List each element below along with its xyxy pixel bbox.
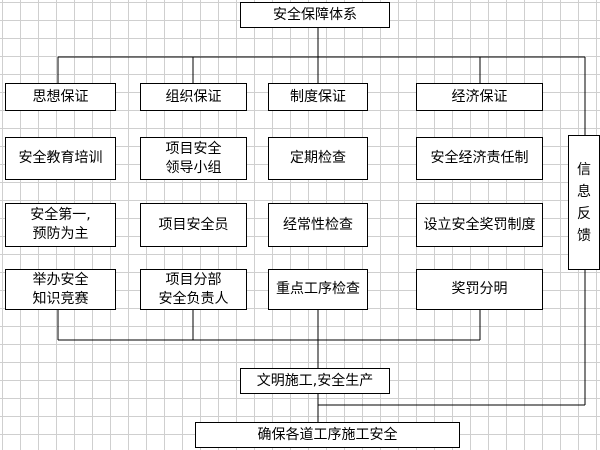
- category-system: 制度保证: [268, 83, 368, 111]
- organization-item-2: 项目安全员: [140, 203, 247, 247]
- result-node: 文明施工,安全生产: [240, 368, 390, 394]
- ideology-item-1: 安全教育培训: [5, 137, 116, 180]
- ideology-item-3: 举办安全 知识竞赛: [5, 269, 116, 310]
- organization-item-3: 项目分部 安全负责人: [140, 269, 247, 310]
- economy-item-3: 奖罚分明: [416, 269, 543, 310]
- feedback-node: 信 息 反 馈: [568, 135, 600, 270]
- ideology-item-2: 安全第一, 预防为主: [5, 203, 116, 247]
- category-economy: 经济保证: [416, 83, 543, 111]
- system-item-1: 定期检查: [268, 137, 368, 180]
- category-ideology: 思想保证: [5, 83, 116, 111]
- economy-item-1: 安全经济责任制: [416, 137, 543, 180]
- system-item-3: 重点工序检查: [268, 269, 368, 310]
- category-organization: 组织保证: [140, 83, 247, 111]
- organization-item-1: 项目安全 领导小组: [140, 137, 247, 180]
- system-item-2: 经常性检查: [268, 203, 368, 247]
- top-node: 安全保障体系: [240, 2, 390, 28]
- goal-node: 确保各道工序施工安全: [195, 422, 460, 448]
- economy-item-2: 设立安全奖罚制度: [416, 203, 543, 247]
